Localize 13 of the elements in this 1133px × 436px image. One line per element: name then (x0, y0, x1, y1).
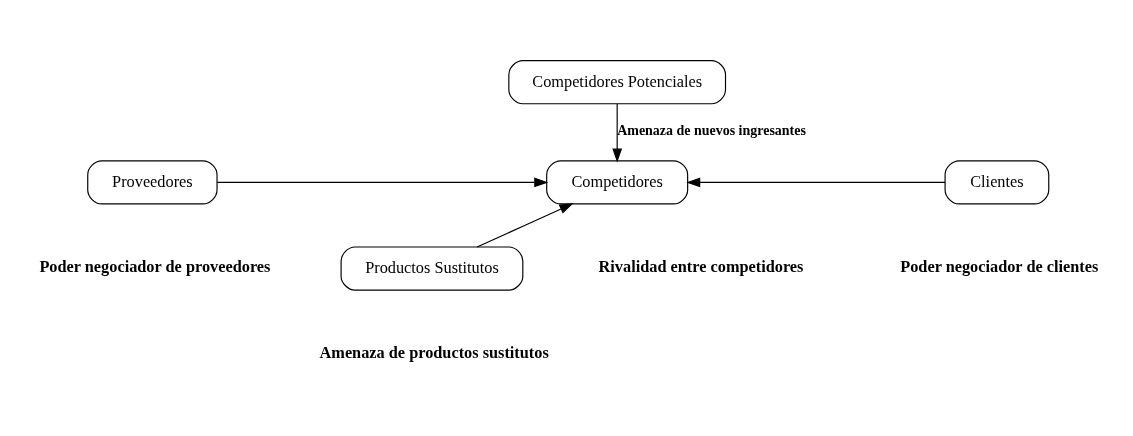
arrow (476, 202, 574, 248)
node-box: Clientes (944, 159, 1050, 204)
arrow (686, 177, 946, 187)
arrow (216, 177, 549, 187)
label: Rivalidad entre competidores (598, 256, 804, 276)
label: Amenaza de productos sustitutos (319, 342, 549, 362)
arrow (612, 103, 623, 163)
node-label: Poder negociador de clientes (900, 256, 1099, 276)
node-label: Poder negociador de proveedores (39, 256, 271, 276)
node-box: Competidores Potenciales (508, 59, 727, 104)
node-box: Productos Sustitutos (340, 245, 524, 291)
node-box: Proveedores (87, 159, 218, 204)
node-box: Competidores (546, 159, 689, 204)
